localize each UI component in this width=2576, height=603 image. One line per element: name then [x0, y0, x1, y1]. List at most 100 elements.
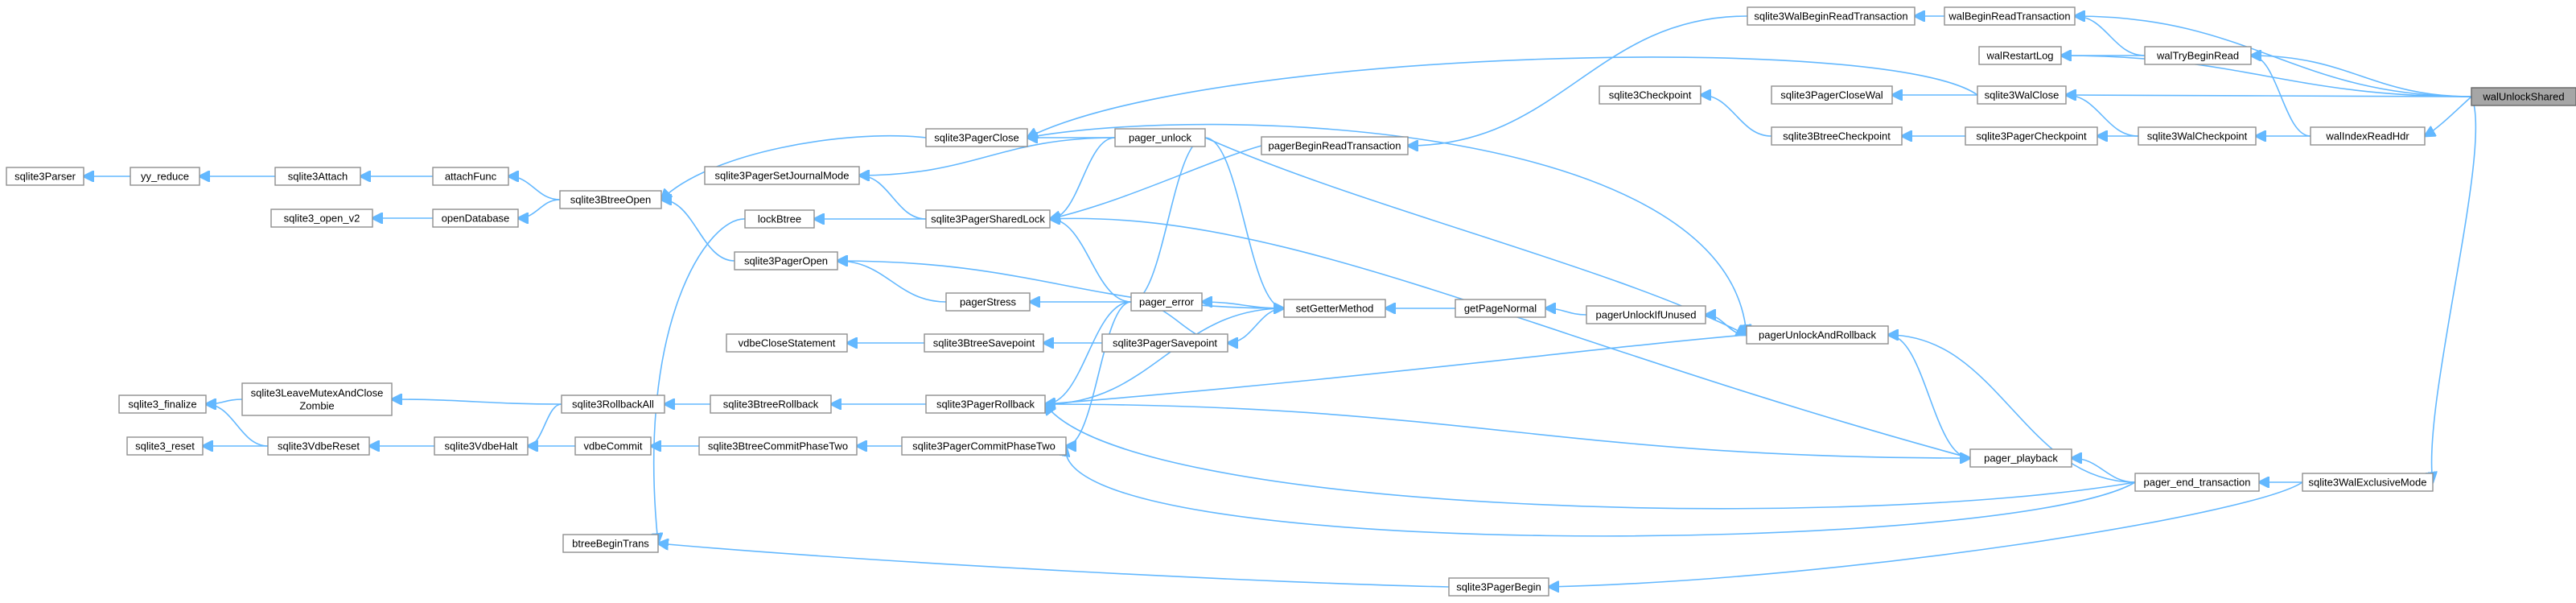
node-sqlite3BtreeRollback[interactable]: sqlite3BtreeRollback: [710, 394, 832, 414]
node-sqlite3PagerOpen[interactable]: sqlite3PagerOpen: [734, 251, 838, 271]
node-label: sqlite3VdbeReset: [278, 440, 360, 452]
edge-sqlite3LeaveMutexAndCloseZombie-to-sqlite3RollbackAll: [392, 399, 562, 404]
node-walRestartLog[interactable]: walRestartLog: [1978, 46, 2062, 65]
node-pagerUnlockIfUnused[interactable]: pagerUnlockIfUnused: [1586, 305, 1706, 324]
node-sqlite3RollbackAll[interactable]: sqlite3RollbackAll: [561, 394, 665, 414]
node-vdbeCloseStatement[interactable]: vdbeCloseStatement: [726, 333, 848, 353]
node-sqlite3VdbeReset[interactable]: sqlite3VdbeReset: [267, 436, 370, 456]
edge-sqlite3PagerRollback-to-pager_playback: [1045, 404, 1971, 459]
node-sqlite3PagerCloseWal[interactable]: sqlite3PagerCloseWal: [1771, 85, 1893, 105]
node-label: walTryBeginRead: [2156, 50, 2239, 62]
edge-walTryBeginRead-to-walIndexReadHdr: [2251, 56, 2311, 137]
edge-sqlite3PagerSetJournalMode-to-sqlite3PagerSharedLock: [859, 176, 927, 220]
node-box: [130, 167, 200, 186]
node-box: [1771, 126, 1903, 146]
node-box: [1746, 325, 1889, 345]
node-sqlite3PagerSharedLock[interactable]: sqlite3PagerSharedLock: [925, 209, 1051, 229]
node-walTryBeginRead[interactable]: walTryBeginRead: [2144, 46, 2252, 65]
node-label: sqlite3WalClose: [1985, 89, 2060, 101]
node-sqlite3Checkpoint[interactable]: sqlite3Checkpoint: [1599, 85, 1702, 105]
node-sqlite3_finalize[interactable]: sqlite3_finalize: [118, 394, 207, 414]
node-box: [434, 436, 529, 456]
node-box: [1747, 6, 1916, 26]
node-label: sqlite3BtreeCheckpoint: [1783, 130, 1891, 142]
node-sqlite3PagerClose[interactable]: sqlite3PagerClose: [925, 128, 1028, 147]
node-sqlite3BtreeSavepoint[interactable]: sqlite3BtreeSavepoint: [924, 333, 1044, 353]
node-box: [126, 436, 204, 456]
node-label: pagerUnlockIfUnused: [1595, 309, 1696, 321]
node-sqlite3_reset[interactable]: sqlite3_reset: [126, 436, 204, 456]
edge-pager_playback-to-pagerUnlockAndRollback: [1887, 334, 1970, 458]
edge-sqlite3PagerSharedLock-to-pagerBeginReadTransaction: [1050, 145, 1262, 219]
node-sqlite3PagerCommitPhaseTwo[interactable]: sqlite3PagerCommitPhaseTwo: [901, 436, 1067, 456]
node-box: [1977, 85, 2067, 105]
edges-layer: [84, 16, 2477, 587]
node-sqlite3PagerSavepoint[interactable]: sqlite3PagerSavepoint: [1101, 333, 1228, 353]
node-sqlite3BtreeCheckpoint[interactable]: sqlite3BtreeCheckpoint: [1771, 126, 1903, 146]
node-walBeginReadTransaction[interactable]: walBeginReadTransaction: [1944, 6, 2076, 26]
node-pager_unlock[interactable]: pager_unlock: [1114, 128, 1206, 147]
edge-sqlite3PagerSharedLock-to-pager_playback: [1050, 218, 1971, 459]
node-label: sqlite3BtreeOpen: [570, 194, 651, 206]
node-label: sqlite3BtreeSavepoint: [933, 337, 1035, 349]
node-pagerUnlockAndRollback[interactable]: pagerUnlockAndRollback: [1746, 325, 1889, 345]
node-sqlite3_open_v2[interactable]: sqlite3_open_v2: [270, 209, 373, 228]
node-label: sqlite3PagerCloseWal: [1780, 89, 1883, 101]
node-label: pager_end_transaction: [2144, 477, 2251, 489]
node-label: sqlite3Attach: [288, 171, 348, 183]
node-sqlite3WalExclusiveMode[interactable]: sqlite3WalExclusiveMode: [2302, 473, 2434, 492]
node-sqlite3PagerBegin[interactable]: sqlite3PagerBegin: [1448, 577, 1549, 597]
node-getPageNormal[interactable]: getPageNormal: [1455, 299, 1546, 318]
node-box: [925, 128, 1028, 147]
edge-sqlite3PagerSharedLock-to-pager_unlock: [1050, 137, 1116, 219]
node-sqlite3BtreeOpen[interactable]: sqlite3BtreeOpen: [559, 190, 662, 209]
node-sqlite3PagerSetJournalMode[interactable]: sqlite3PagerSetJournalMode: [704, 166, 860, 185]
node-yy_reduce[interactable]: yy_reduce: [130, 167, 200, 186]
node-label: yy_reduce: [141, 171, 189, 183]
node-lockBtree[interactable]: lockBtree: [744, 209, 815, 229]
node-sqlite3WalCheckpoint[interactable]: sqlite3WalCheckpoint: [2138, 126, 2257, 146]
node-box: [561, 394, 665, 414]
node-sqlite3BtreeCommitPhaseTwo[interactable]: sqlite3BtreeCommitPhaseTwo: [698, 436, 858, 456]
node-box: [2144, 46, 2252, 65]
node-box: [704, 166, 860, 185]
node-box: [432, 167, 509, 186]
edge-sqlite3PagerRollback-to-pager_error: [1045, 301, 1132, 404]
node-box: [1448, 577, 1549, 597]
node-sqlite3PagerRollback[interactable]: sqlite3PagerRollback: [925, 394, 1046, 414]
node-label: sqlite3PagerBegin: [1456, 581, 1541, 593]
node-pager_end_transaction[interactable]: pager_end_transaction: [2134, 473, 2260, 492]
node-label: sqlite3WalCheckpoint: [2147, 130, 2248, 142]
node-sqlite3VdbeHalt[interactable]: sqlite3VdbeHalt: [434, 436, 529, 456]
node-pagerBeginReadTransaction[interactable]: pagerBeginReadTransaction: [1261, 136, 1409, 155]
node-sqlite3PagerCheckpoint[interactable]: sqlite3PagerCheckpoint: [1965, 126, 2098, 146]
edge-sqlite3BtreeOpen-to-sqlite3PagerOpen: [661, 200, 735, 262]
node-pager_playback[interactable]: pager_playback: [1969, 448, 2072, 468]
node-setGetterMethod[interactable]: setGetterMethod: [1283, 299, 1386, 318]
node-sqlite3WalClose[interactable]: sqlite3WalClose: [1977, 85, 2067, 105]
node-pagerStress[interactable]: pagerStress: [945, 292, 1031, 312]
node-box: [2134, 473, 2260, 492]
node-btreeBeginTrans[interactable]: btreeBeginTrans: [562, 534, 659, 553]
node-attachFunc[interactable]: attachFunc: [432, 167, 509, 186]
node-walIndexReadHdr[interactable]: walIndexReadHdr: [2310, 126, 2426, 146]
node-vdbeCommit[interactable]: vdbeCommit: [574, 436, 652, 456]
edge-sqlite3WalClose-to-sqlite3WalCheckpoint: [2066, 95, 2139, 137]
node-label: walIndexReadHdr: [2325, 130, 2409, 142]
node-sqlite3WalBeginReadTransaction[interactable]: sqlite3WalBeginReadTransaction: [1747, 6, 1916, 26]
node-box: [710, 394, 832, 414]
node-label: walUnlockShared: [2482, 91, 2564, 103]
node-label: walRestartLog: [1985, 50, 2053, 62]
node-sqlite3Attach[interactable]: sqlite3Attach: [274, 167, 361, 186]
node-label: sqlite3PagerSavepoint: [1113, 337, 1217, 349]
node-box: [562, 534, 659, 553]
node-openDatabase[interactable]: openDatabase: [432, 209, 519, 228]
node-walUnlockShared[interactable]: walUnlockShared: [2471, 87, 2576, 106]
edge-sqlite3PagerCommitPhaseTwo-to-pager_end_transaction: [1066, 446, 2136, 537]
node-sqlite3Parser[interactable]: sqlite3Parser: [6, 167, 84, 186]
node-box: [744, 209, 815, 229]
node-pager_error[interactable]: pager_error: [1130, 292, 1203, 312]
node-label: sqlite3PagerSetJournalMode: [715, 170, 850, 182]
node-label: sqlite3PagerCheckpoint: [1976, 130, 2087, 142]
